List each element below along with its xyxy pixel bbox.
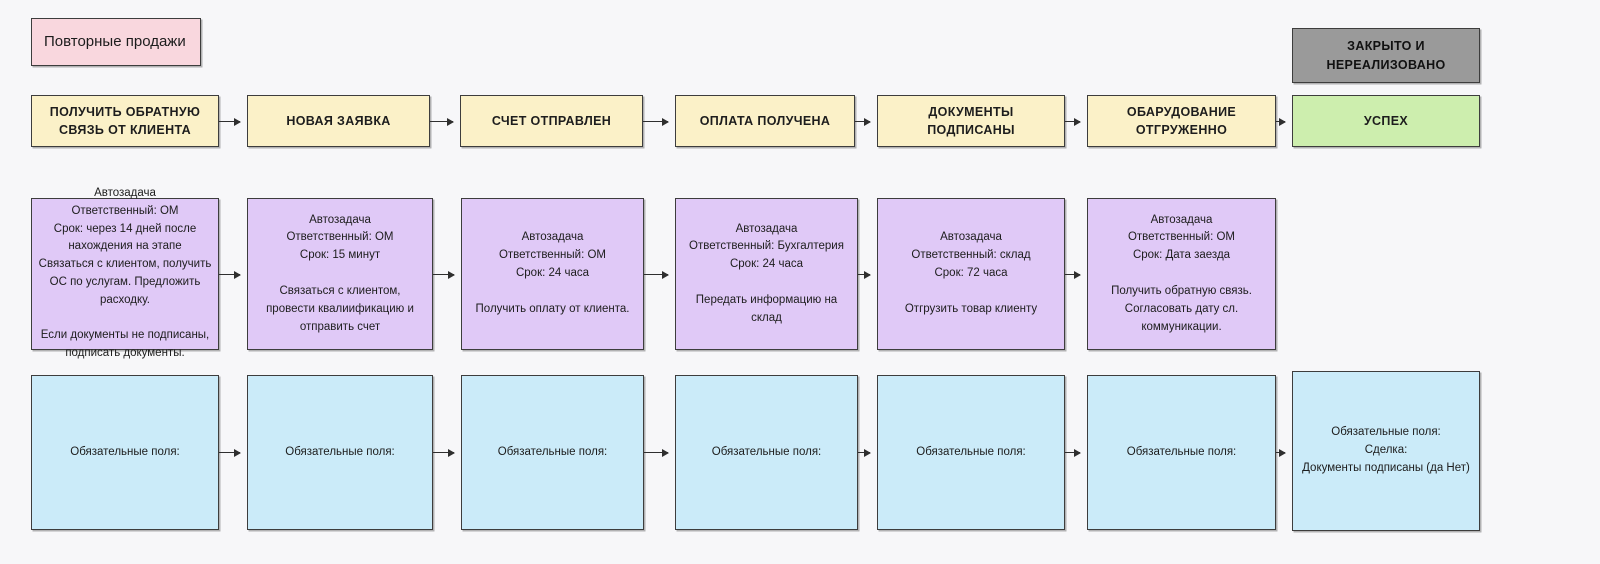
fields-4-text: Обязательные поля:	[711, 445, 822, 458]
task-5-card[interactable]: Автозадача Ответственный: склад Срок: 72…	[877, 198, 1065, 350]
arrow-fields-5-to-6	[1065, 448, 1081, 457]
arrow-stage-6-to-7	[1276, 117, 1286, 126]
task-4-card[interactable]: Автозадача Ответственный: Бухгалтерия Ср…	[675, 198, 858, 350]
stage-7-success[interactable]: УСПЕХ	[1292, 95, 1480, 147]
arrow-fields-1-to-2	[219, 448, 241, 457]
fields-7-text: Обязательные поля: Сделка: Документы под…	[1302, 426, 1470, 474]
arrow-task-2-to-3	[433, 270, 455, 279]
stage-3-label: СЧЕТ ОТПРАВЛЕН	[491, 113, 612, 128]
arrow-fields-6-to-7	[1276, 448, 1286, 457]
fields-5-card[interactable]: Обязательные поля:	[877, 375, 1065, 530]
arrow-stage-3-to-4	[643, 117, 669, 126]
stage-1-feedback-from-client[interactable]: ПОЛУЧИТЬ ОБРАТНУЮ СВЯЗЬ ОТ КЛИЕНТА	[31, 95, 219, 147]
arrow-fields-3-to-4	[644, 448, 669, 457]
fields-2-card[interactable]: Обязательные поля:	[247, 375, 433, 530]
task-2-text: Автозадача Ответственный: ОМ Срок: 15 ми…	[266, 213, 414, 333]
arrow-stage-2-to-3	[430, 117, 454, 126]
stage-2-new-request[interactable]: НОВАЯ ЗАЯВКА	[247, 95, 430, 147]
fields-7-card[interactable]: Обязательные поля: Сделка: Документы под…	[1292, 371, 1480, 531]
fields-1-card[interactable]: Обязательные поля:	[31, 375, 219, 530]
fields-3-card[interactable]: Обязательные поля:	[461, 375, 644, 530]
stage-7-label: УСПЕХ	[1363, 113, 1409, 128]
arrow-task-4-to-5	[858, 270, 871, 279]
arrow-fields-2-to-3	[433, 448, 455, 457]
badge-repeat-sales-label: Повторные продажи	[44, 33, 186, 51]
fields-6-card[interactable]: Обязательные поля:	[1087, 375, 1276, 530]
task-1-text: Автозадача Ответственный: ОМ Срок: через…	[38, 186, 212, 360]
arrow-task-5-to-6	[1065, 270, 1081, 279]
fields-1-text: Обязательные поля:	[70, 445, 180, 458]
stage-6-equipment-shipped[interactable]: ОБАРУДОВАНИЕ ОТГРУЖЕННО	[1087, 95, 1276, 147]
arrow-stage-1-to-2	[219, 117, 241, 126]
task-6-card[interactable]: Автозадача Ответственный: ОМ Срок: Дата …	[1087, 198, 1276, 350]
stage-5-label: ДОКУМЕНТЫ ПОДПИСАНЫ	[927, 104, 1015, 137]
fields-3-text: Обязательные поля:	[497, 445, 608, 458]
task-4-text: Автозадача Ответственный: Бухгалтерия Ср…	[689, 222, 844, 324]
task-6-text: Автозадача Ответственный: ОМ Срок: Дата …	[1111, 213, 1252, 333]
stage-4-payment-received[interactable]: ОПЛАТА ПОЛУЧЕНА	[675, 95, 855, 147]
task-1-card[interactable]: Автозадача Ответственный: ОМ Срок: через…	[31, 187, 219, 359]
fields-5-text: Обязательные поля:	[916, 445, 1026, 458]
stage-2-label: НОВАЯ ЗАЯВКА	[286, 113, 391, 128]
stage-6-label: ОБАРУДОВАНИЕ ОТГРУЖЕННО	[1126, 104, 1237, 137]
arrow-stage-4-to-5	[855, 117, 871, 126]
arrow-task-3-to-4	[644, 270, 669, 279]
fields-2-text: Обязательные поля:	[285, 445, 395, 458]
task-5-text: Автозадача Ответственный: склад Срок: 72…	[904, 231, 1038, 315]
stage-4-label: ОПЛАТА ПОЛУЧЕНА	[699, 113, 831, 128]
task-3-text: Автозадача Ответственный: ОМ Срок: 24 ча…	[475, 231, 630, 315]
stage-3-invoice-sent[interactable]: СЧЕТ ОТПРАВЛЕН	[460, 95, 643, 147]
stage-closed-unrealized[interactable]: ЗАКРЫТО И НЕРЕАЛИЗОВАНО	[1292, 28, 1480, 83]
arrow-fields-4-to-5	[858, 448, 871, 457]
badge-repeat-sales[interactable]: Повторные продажи	[31, 18, 201, 66]
stage-1-label: ПОЛУЧИТЬ ОБРАТНУЮ СВЯЗЬ ОТ КЛИЕНТА	[49, 104, 201, 137]
task-2-card[interactable]: Автозадача Ответственный: ОМ Срок: 15 ми…	[247, 198, 433, 350]
task-3-card[interactable]: Автозадача Ответственный: ОМ Срок: 24 ча…	[461, 198, 644, 350]
arrow-task-1-to-2	[219, 270, 241, 279]
fields-4-card[interactable]: Обязательные поля:	[675, 375, 858, 530]
arrow-stage-5-to-6	[1065, 117, 1081, 126]
stage-5-documents-signed[interactable]: ДОКУМЕНТЫ ПОДПИСАНЫ	[877, 95, 1065, 147]
fields-6-text: Обязательные поля:	[1126, 445, 1237, 458]
stage-closed-unrealized-label: ЗАКРЫТО И НЕРЕАЛИЗОВАНО	[1326, 39, 1446, 72]
